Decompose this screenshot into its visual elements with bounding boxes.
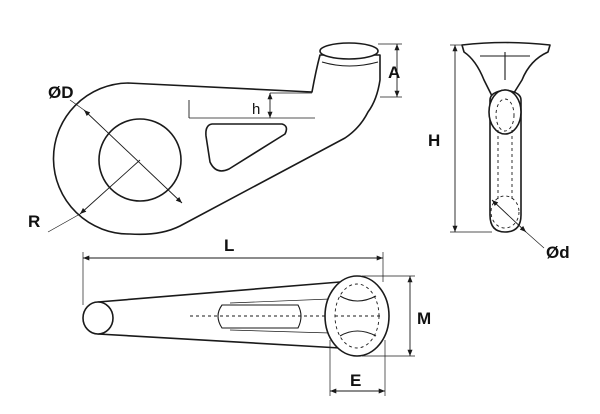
label-rod-diameter: Ød: [546, 243, 570, 262]
front-view: H Ød: [428, 41, 570, 262]
top-view-body: [97, 281, 341, 349]
label-overall-height: H: [428, 131, 440, 150]
label-radius: R: [28, 212, 40, 231]
label-h: h: [252, 101, 260, 118]
label-head-depth: E: [350, 371, 361, 390]
label-overall-length: L: [224, 236, 234, 255]
label-bore-diameter: ØD: [48, 83, 74, 102]
side-view: h ØD R A: [28, 42, 402, 236]
front-view-bulge: [488, 89, 522, 135]
side-view-slot: [205, 123, 288, 172]
top-view-left-end: [82, 301, 114, 335]
top-view: L M E: [82, 236, 431, 396]
front-view-head: [461, 41, 551, 97]
label-top-height: A: [388, 63, 400, 82]
hook-top-cap: [319, 42, 379, 60]
label-head-width: M: [417, 309, 431, 328]
